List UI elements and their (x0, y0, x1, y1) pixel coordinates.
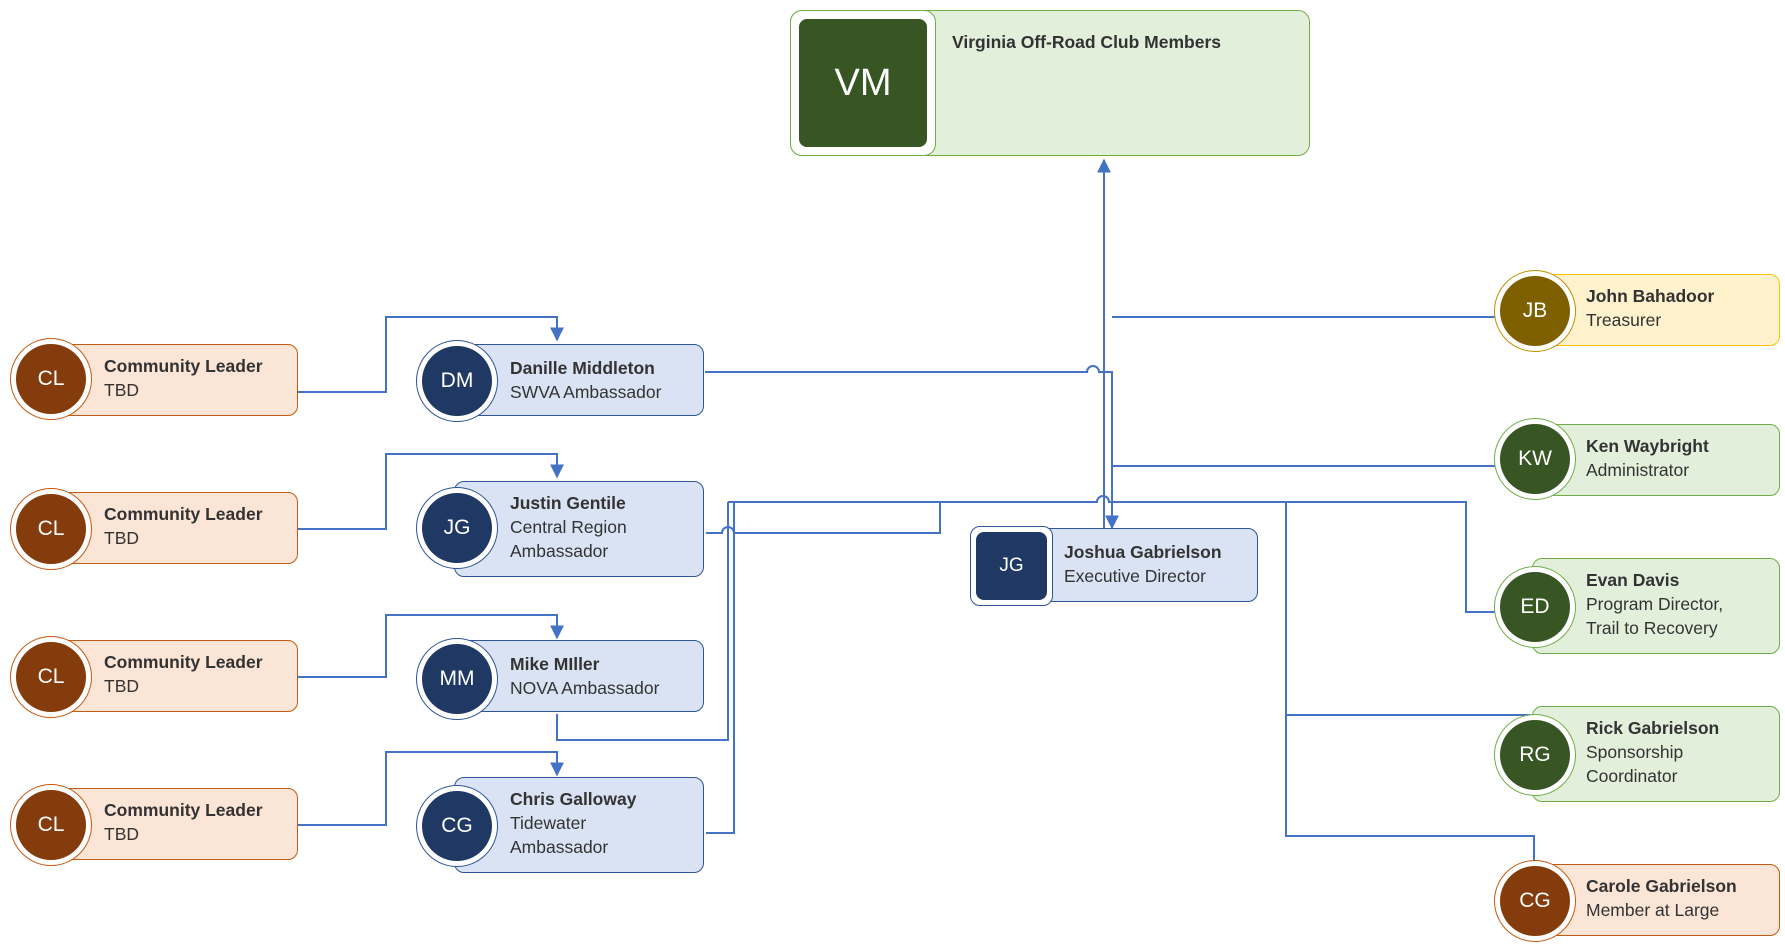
staff-role: Program Director, Trail to Recovery (1586, 594, 1724, 638)
leader-2: CL Community Leader TBD (10, 488, 300, 570)
leader-name: Community Leader (104, 652, 263, 672)
director-text: Joshua Gabrielson Executive Director (1064, 540, 1222, 588)
leader-text: Community Leader TBD (104, 798, 263, 846)
staff-role: Treasurer (1586, 310, 1662, 330)
leader-text: Community Leader TBD (104, 650, 263, 698)
avatar: CG (1500, 866, 1570, 936)
ambassador-card (454, 481, 704, 577)
leader-card (48, 344, 298, 416)
avatar: CL (16, 642, 86, 712)
root-title: Virginia Off-Road Club Members (952, 32, 1222, 52)
leader-text: Community Leader TBD (104, 502, 263, 550)
staff-kw: KW Ken Waybright Administrator (1494, 418, 1782, 500)
connector-amb-cg (706, 502, 735, 834)
ambassador-cg: CG Chris Galloway Tidewater Ambassador (416, 775, 706, 877)
avatar: MM (422, 644, 492, 714)
connector-staff-cg (1285, 715, 1535, 866)
avatar: RG (1500, 720, 1570, 790)
avatar: CL (16, 344, 86, 414)
staff-name: Evan Davis (1586, 570, 1680, 590)
ambassador-text: Danille Middleton SWVA Ambassador (510, 356, 661, 404)
ambassador-name: Danille Middleton (510, 358, 655, 378)
staff-role: Member at Large (1586, 900, 1720, 920)
avatar: CG (422, 791, 492, 861)
staff-name: John Bahadoor (1586, 286, 1715, 306)
ambassador-name: Justin Gentile (510, 493, 626, 513)
staff-text: Evan Davis Program Director, Trail to Re… (1586, 568, 1723, 640)
leader-role: TBD (104, 676, 139, 696)
leader-1: CL Community Leader TBD (10, 338, 300, 420)
staff-name: Rick Gabrielson (1586, 718, 1720, 738)
leader-name: Community Leader (104, 800, 263, 820)
staff-name: Ken Waybright (1586, 436, 1709, 456)
connector-amb-mm (556, 502, 729, 741)
avatar: JB (1500, 276, 1570, 346)
avatar: JG (422, 493, 492, 563)
leader-role: TBD (104, 824, 139, 844)
staff-jb: JB John Bahadoor Treasurer (1494, 270, 1782, 352)
ambassador-role: SWVA Ambassador (510, 382, 662, 402)
root-avatar: VM (799, 19, 927, 147)
ambassador-name: Mike MIller (510, 654, 600, 674)
ambassador-role: Central Region Ambassador (510, 517, 627, 561)
ambassador-role: Tidewater Ambassador (510, 813, 609, 857)
staff-rg: RG Rick Gabrielson Sponsorship Coordinat… (1494, 704, 1782, 806)
director-name: Joshua Gabrielson (1064, 542, 1222, 562)
staff-text: John Bahadoor Treasurer (1586, 284, 1714, 332)
staff-cg: CG Carole Gabrielson Member at Large (1494, 860, 1782, 942)
avatar: KW (1500, 424, 1570, 494)
connector-leader-3 (298, 614, 564, 678)
staff-text: Carole Gabrielson Member at Large (1586, 874, 1737, 922)
connector-leader-1 (298, 316, 564, 393)
avatar: DM (422, 346, 492, 416)
staff-role: Sponsorship Coordinator (1586, 742, 1684, 786)
avatar: CL (16, 790, 86, 860)
staff-ed: ED Evan Davis Program Director, Trail to… (1494, 556, 1782, 658)
leader-4: CL Community Leader TBD (10, 784, 300, 866)
ambassador-text: Chris Galloway Tidewater Ambassador (510, 787, 636, 859)
leader-name: Community Leader (104, 504, 263, 524)
leader-name: Community Leader (104, 356, 263, 376)
leader-text: Community Leader TBD (104, 354, 263, 402)
leader-3: CL Community Leader TBD (10, 636, 300, 718)
staff-name: Carole Gabrielson (1586, 876, 1737, 896)
ambassador-text: Justin Gentile Central Region Ambassador (510, 491, 627, 563)
ambassador-text: Mike MIller NOVA Ambassador (510, 652, 659, 700)
leader-role: TBD (104, 380, 139, 400)
staff-text: Ken Waybright Administrator (1586, 434, 1709, 482)
leader-role: TBD (104, 528, 139, 548)
director-avatar: JG (976, 532, 1047, 600)
connector-amb-jg (706, 502, 941, 534)
ambassador-role: NOVA Ambassador (510, 678, 660, 698)
ambassador-name: Chris Galloway (510, 789, 637, 809)
staff-role: Administrator (1586, 460, 1690, 480)
ambassador-dm: DM Danille Middleton SWVA Ambassador (416, 340, 706, 422)
ambassador-jg: JG Justin Gentile Central Region Ambassa… (416, 477, 706, 579)
connector-leader-2 (298, 453, 564, 530)
avatar: ED (1500, 572, 1570, 642)
staff-text: Rick Gabrielson Sponsorship Coordinator (1586, 716, 1719, 788)
ambassador-card (454, 640, 704, 712)
connector-amb-dm (705, 365, 1113, 500)
director-role: Executive Director (1064, 566, 1206, 586)
connector-leader-4 (298, 751, 564, 826)
avatar: CL (16, 494, 86, 564)
root-node: VM Virginia Off-Road Club Members (790, 10, 1310, 156)
ambassador-mm: MM Mike MIller NOVA Ambassador (416, 638, 706, 720)
director-node: JG Joshua Gabrielson Executive Director (970, 526, 1260, 606)
